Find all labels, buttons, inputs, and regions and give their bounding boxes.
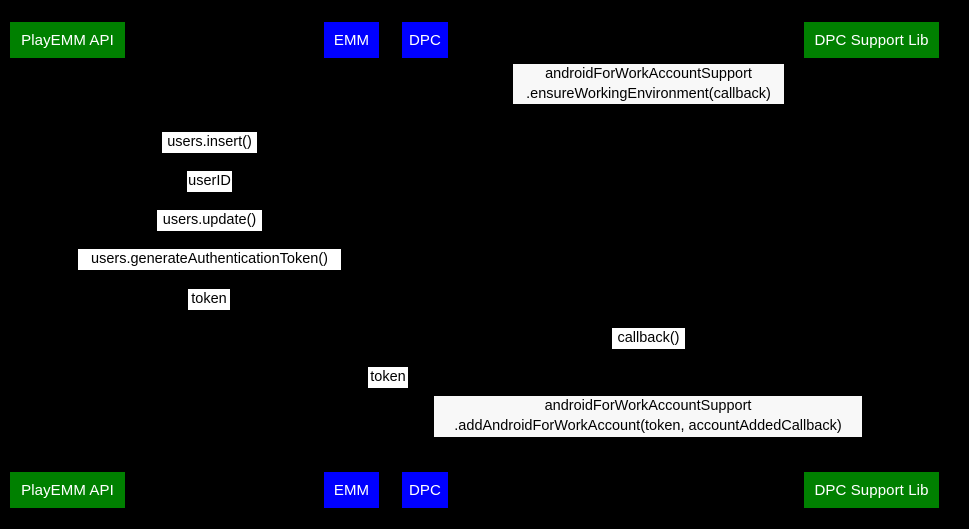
participant-label: DPC Support Lib [814,31,929,49]
participant-label: DPC [409,31,441,49]
participant-label: EMM [333,481,370,499]
note-line-1: androidForWorkAccountSupport [544,398,752,414]
participant-bottom-dpc-support-lib[interactable]: DPC Support Lib [804,472,939,508]
participant-bottom-dpc[interactable]: DPC [402,472,448,508]
participant-label: EMM [333,31,370,49]
message-label-token-lower: token [368,367,408,388]
message-label-user-id: userID [187,171,232,192]
message-label-generate-authentication-token: users.generateAuthenticationToken() [78,249,341,270]
participant-top-emm[interactable]: EMM [324,22,379,58]
message-label-callback: callback() [612,328,685,349]
lifeline-dpc [424,58,425,468]
message-label-users-insert: users.insert() [162,132,257,153]
lifeline-playemm-api [67,58,68,468]
participant-top-dpc-support-lib[interactable]: DPC Support Lib [804,22,939,58]
participant-bottom-playemm-api[interactable]: PlayEMM API [10,472,125,508]
participant-top-dpc[interactable]: DPC [402,22,448,58]
note-line-2: .ensureWorkingEnvironment(callback) [526,86,771,102]
participant-label: DPC [409,481,441,499]
message-label-token-upper: token [188,289,230,310]
lifeline-dpc-support-lib [871,58,872,468]
participant-label: DPC Support Lib [814,481,929,499]
note-line-2: .addAndroidForWorkAccount(token, account… [454,418,842,434]
participant-top-playemm-api[interactable]: PlayEMM API [10,22,125,58]
lifeline-emm [351,58,352,468]
message-note-add-android-for-work-account: androidForWorkAccountSupport .addAndroid… [434,396,862,437]
note-line-1: androidForWorkAccountSupport [545,66,752,82]
participant-label: PlayEMM API [21,481,114,499]
message-note-ensure-working-environment: androidForWorkAccountSupport .ensureWork… [513,64,784,104]
message-label-users-update: users.update() [157,210,262,231]
participant-bottom-emm[interactable]: EMM [324,472,379,508]
participant-label: PlayEMM API [21,31,114,49]
